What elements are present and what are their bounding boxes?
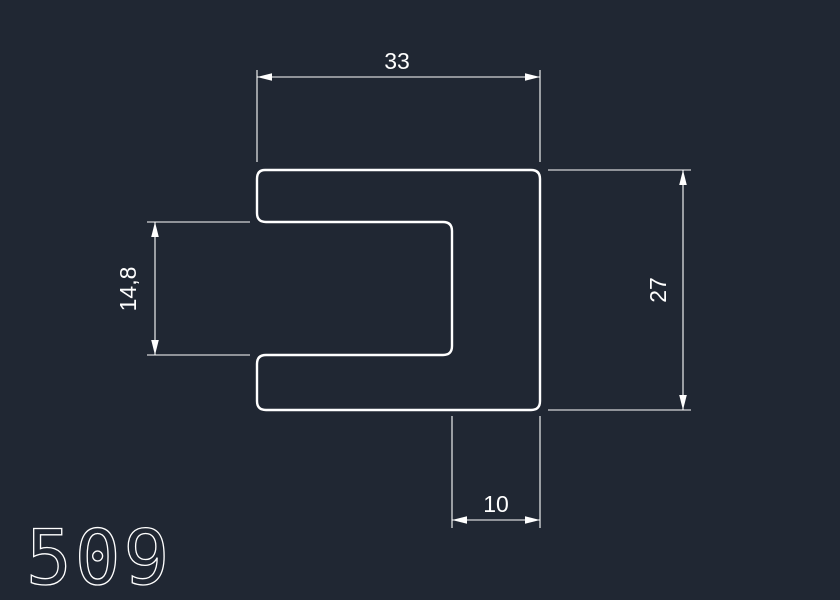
dimension-left-inner-height: 14,8: [115, 221, 250, 356]
profile-path: [255, 168, 542, 412]
part-number: 509: [26, 513, 172, 600]
dimension-text-top-width: 33: [384, 48, 410, 74]
arrowhead-right: [525, 516, 540, 524]
profile-outline: [255, 168, 542, 412]
arrowhead-bottom: [151, 340, 159, 355]
arrowhead-right: [525, 73, 540, 81]
dimension-text-right-height: 27: [645, 277, 671, 303]
dimension-text-bottom-right-width: 10: [483, 491, 509, 517]
arrowhead-top: [679, 170, 687, 185]
arrowhead-left: [257, 73, 272, 81]
arrowhead-left: [452, 516, 467, 524]
arrowhead-top: [151, 222, 159, 237]
arrowhead-bottom: [679, 395, 687, 410]
dimension-bottom-right-width: 10: [451, 416, 541, 528]
dimension-right-height: 27: [548, 169, 691, 411]
dimension-top-width: 33: [256, 48, 541, 162]
dimension-text-left-inner-height: 14,8: [115, 267, 141, 312]
